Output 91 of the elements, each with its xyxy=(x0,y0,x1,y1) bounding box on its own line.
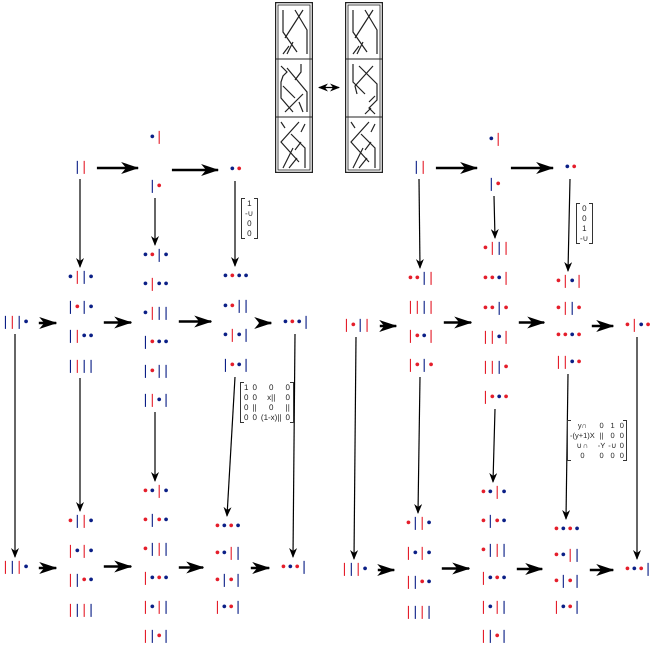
arrow xyxy=(254,317,272,329)
symbol-sequence: •|•• xyxy=(623,318,651,334)
symbol-sequence: •||• xyxy=(66,270,94,286)
matrix-entry: 0 xyxy=(581,214,588,223)
arrow xyxy=(489,408,498,483)
arrow xyxy=(350,337,358,560)
arrow xyxy=(510,162,554,174)
matrix-entry: 1 xyxy=(244,383,248,392)
arrow xyxy=(562,374,570,520)
symbol-sequence: •••| xyxy=(281,315,309,331)
arrow xyxy=(224,376,236,517)
arrow xyxy=(151,198,159,246)
symbol-sequence: •| xyxy=(487,132,501,148)
matrix-entry: 0 xyxy=(246,229,253,238)
arrow xyxy=(96,162,140,174)
symbol-sequence: ••|• xyxy=(141,484,169,500)
symbol-sequence: ••|• xyxy=(479,485,507,501)
matrix-entry: (1-x)|| xyxy=(260,413,282,422)
symbol-sequence: •|•• xyxy=(479,514,507,530)
symbol-sequence: •||| xyxy=(141,306,169,322)
arrow xyxy=(564,178,572,272)
symbol-sequence: •||• xyxy=(554,301,582,317)
symbol-sequence: •|•| xyxy=(213,573,241,589)
symbol-sequence: •|•• xyxy=(141,513,169,529)
arrow xyxy=(490,196,499,239)
arrow xyxy=(11,334,19,558)
arrow xyxy=(592,320,614,332)
matrix-entry: 0 xyxy=(244,403,248,412)
arrow xyxy=(377,564,396,576)
arrow xyxy=(178,316,212,328)
matrix-entry: 1 xyxy=(581,224,588,233)
symbol-sequence: ••|| xyxy=(221,299,249,315)
arrow xyxy=(516,563,544,575)
arrow xyxy=(178,562,204,574)
arrow xyxy=(416,179,424,269)
arrow xyxy=(633,337,641,560)
symbol-sequence: •||• xyxy=(66,514,94,530)
symbol-sequence: ••|| xyxy=(213,546,241,562)
matrix-entry: 0 xyxy=(244,413,248,422)
matrix-entry: 0 xyxy=(252,383,257,392)
symbol-sequence: •|•| xyxy=(552,574,580,590)
symbol-sequence: •||| xyxy=(141,542,169,558)
arrow xyxy=(38,562,58,574)
arrow xyxy=(231,181,239,267)
arrow xyxy=(590,564,614,576)
matrix-entry: || xyxy=(286,403,290,412)
matrix-entry: 0 xyxy=(286,393,290,402)
symbol-sequence: ••|| xyxy=(406,271,434,287)
arrow xyxy=(151,412,159,482)
arrow xyxy=(444,316,472,328)
matrix-entry: 0 xyxy=(581,204,588,213)
arrow xyxy=(442,562,470,574)
matrix-entry: -∪ xyxy=(245,209,254,218)
arrow xyxy=(414,377,422,514)
symbol-sequence: •|•| xyxy=(221,328,249,344)
symbol-sequence: •••| xyxy=(279,560,307,576)
symbol-sequence: ••|• xyxy=(141,248,169,264)
matrix-entry: 0 xyxy=(252,393,257,402)
symbol-sequence: •••| xyxy=(481,271,509,287)
arrow xyxy=(76,179,84,268)
arrow xyxy=(172,164,220,176)
matrix-entry: 0 xyxy=(286,383,290,392)
matrix-entry: 0 xyxy=(246,219,253,228)
arrow xyxy=(436,162,478,174)
matrix-entry: -∪ xyxy=(580,234,589,243)
matrix-entry: || xyxy=(252,403,257,412)
arrow xyxy=(104,316,132,328)
matrix-entry: 0 xyxy=(268,383,274,392)
matrix-entry: 1 xyxy=(246,199,253,208)
matrix-entry: x|| xyxy=(266,393,276,402)
symbol-sequence: ••|• xyxy=(481,301,509,317)
arrow xyxy=(38,317,58,329)
matrix-entry: 0 xyxy=(252,413,257,422)
arrow xyxy=(379,320,398,332)
arrow xyxy=(289,334,298,558)
double-arrow xyxy=(318,84,340,92)
matrix-entry: 0 xyxy=(268,403,274,412)
arrow xyxy=(104,560,132,572)
arrow xyxy=(76,378,84,512)
symbol-sequence: •|•• xyxy=(141,277,169,293)
matrix-entry: 0 xyxy=(244,393,248,402)
symbol-sequence: •| xyxy=(148,130,162,146)
arrow xyxy=(518,316,546,328)
arrow xyxy=(250,562,270,574)
symbol-sequence: •||• xyxy=(404,516,432,532)
symbol-sequence: •||| xyxy=(481,241,509,257)
symbol-sequence: •||| xyxy=(479,543,507,559)
symbol-sequence: •••| xyxy=(623,562,651,578)
symbol-sequence: •|•| xyxy=(554,274,582,290)
symbol-sequence: ••|| xyxy=(552,548,580,564)
matrix-entry: 0 xyxy=(286,413,290,422)
